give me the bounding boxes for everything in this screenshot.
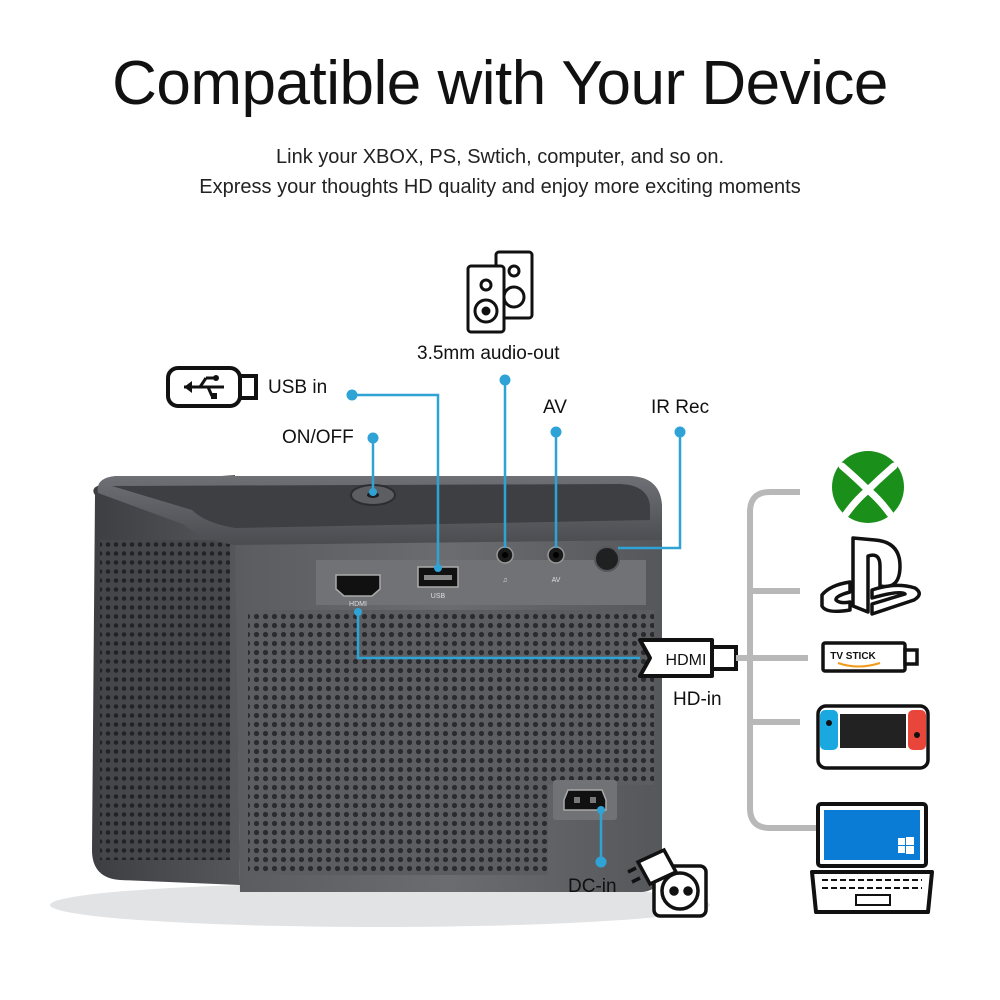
label-on-off: ON/OFF — [282, 427, 354, 448]
label-av: AV — [543, 397, 567, 418]
tv-stick-icon — [821, 641, 919, 673]
panel-label-av: AV — [552, 577, 561, 584]
power-plug-icon — [627, 847, 708, 918]
subtitle-line-2: Express your thoughts HD quality and enj… — [199, 176, 801, 198]
label-usb-in: USB in — [268, 377, 328, 398]
floor-shadow — [50, 883, 710, 927]
callout-dots — [346, 374, 686, 868]
subtitle-line-1: Link your XBOX, PS, Swtich, computer, an… — [276, 146, 724, 168]
panel-label-hdmi: HDMI — [349, 601, 367, 608]
tv-stick-label: TV STICK — [830, 651, 876, 662]
device-bracket — [747, 489, 828, 831]
label-audio-out: 3.5mm audio-out — [417, 343, 560, 364]
ir-receiver — [594, 546, 620, 572]
projector-body — [92, 475, 662, 892]
speaker-icon — [466, 250, 534, 334]
callout-lines — [352, 380, 682, 860]
panel-label-usb: USB — [431, 593, 446, 600]
page-title: Compatible with Your Device — [112, 49, 888, 118]
label-ir-rec: IR Rec — [651, 397, 710, 418]
hdmi-plug-label: HDMI — [666, 652, 707, 669]
label-hd-in: HD-in — [673, 689, 722, 710]
switch-console-icon — [816, 704, 930, 770]
panel-label-audio: ♫ — [502, 577, 507, 584]
xbox-logo-icon — [832, 451, 904, 523]
label-dc-in: DC-in — [568, 876, 617, 897]
hdmi-plug-icon — [638, 638, 772, 678]
hdmi-port[interactable] — [335, 574, 381, 597]
usb-stick-icon — [166, 366, 258, 408]
laptop-icon — [810, 802, 934, 914]
playstation-logo-icon — [820, 536, 921, 616]
dc-socket[interactable] — [563, 789, 607, 811]
